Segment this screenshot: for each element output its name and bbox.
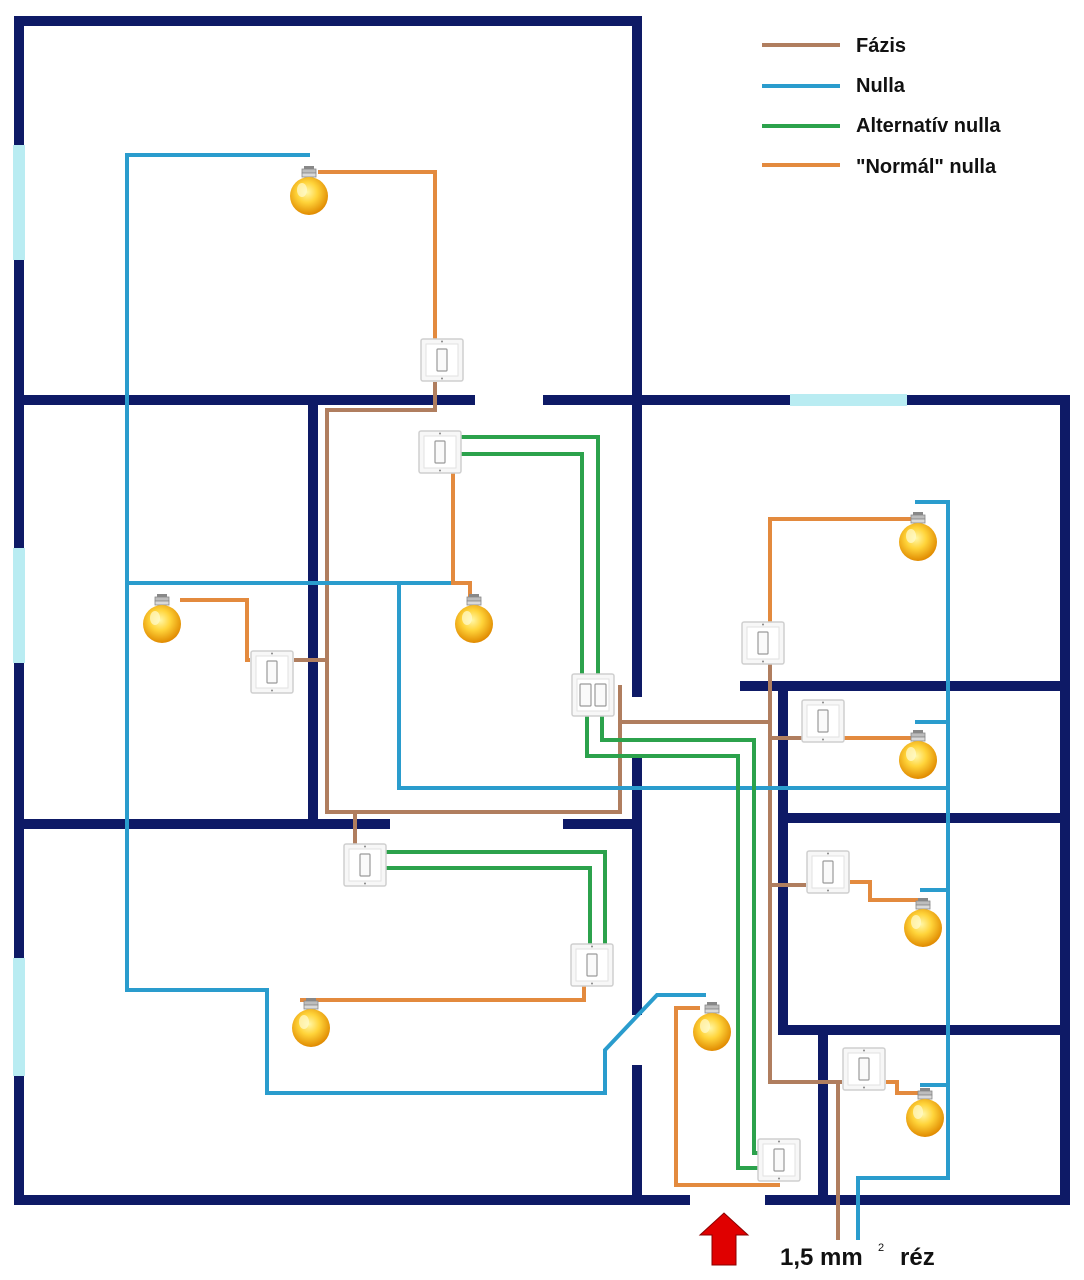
bulb-3 bbox=[454, 593, 494, 644]
cable-caption: 1,5 mm 2 réz bbox=[780, 1242, 935, 1271]
switch-double bbox=[571, 673, 615, 717]
wires-neutral bbox=[125, 153, 950, 1240]
switch-10 bbox=[757, 1138, 801, 1182]
switch-9 bbox=[842, 1047, 886, 1091]
legend: Fázis Nulla Alternatív nulla "Normál" nu… bbox=[762, 35, 1001, 178]
window-mid-left bbox=[13, 548, 25, 663]
bulb-6 bbox=[903, 897, 943, 948]
legend-item-neutral: Nulla bbox=[762, 75, 906, 97]
legend-label-normal-neutral: "Normál" nulla bbox=[856, 156, 997, 178]
entrance-arrow-icon bbox=[698, 1212, 750, 1266]
bulb-9 bbox=[905, 1087, 945, 1138]
cable-material: réz bbox=[900, 1244, 935, 1271]
switch-1 bbox=[420, 338, 464, 382]
switch-8 bbox=[806, 850, 850, 894]
switch-5 bbox=[570, 943, 614, 987]
legend-label-phase: Fázis bbox=[856, 35, 906, 57]
window-bottom-left bbox=[13, 958, 25, 1076]
switch-3 bbox=[250, 650, 294, 694]
cable-size: 1,5 mm bbox=[780, 1244, 863, 1271]
window-top-right bbox=[790, 394, 907, 406]
legend-label-alternative-neutral: Alternatív nulla bbox=[856, 115, 1001, 137]
switch-6 bbox=[741, 621, 785, 665]
legend-item-normal-neutral: "Normál" nulla bbox=[762, 156, 997, 178]
window-top-left bbox=[13, 145, 25, 260]
wires-normal bbox=[180, 170, 920, 1187]
switch-4 bbox=[343, 843, 387, 887]
switch-7 bbox=[801, 699, 845, 743]
switches bbox=[250, 338, 886, 1182]
bulb-2 bbox=[142, 593, 182, 644]
wires-phase bbox=[294, 382, 842, 1240]
walls bbox=[14, 16, 1070, 1205]
legend-label-neutral: Nulla bbox=[856, 75, 906, 97]
wires-alternative bbox=[385, 435, 760, 1170]
cable-size-superscript: 2 bbox=[878, 1242, 884, 1254]
legend-item-phase: Fázis bbox=[762, 35, 906, 57]
windows bbox=[13, 145, 907, 1076]
switch-2 bbox=[418, 430, 462, 474]
legend-item-alternative-neutral: Alternatív nulla bbox=[762, 115, 1001, 137]
bulb-7 bbox=[291, 997, 331, 1048]
